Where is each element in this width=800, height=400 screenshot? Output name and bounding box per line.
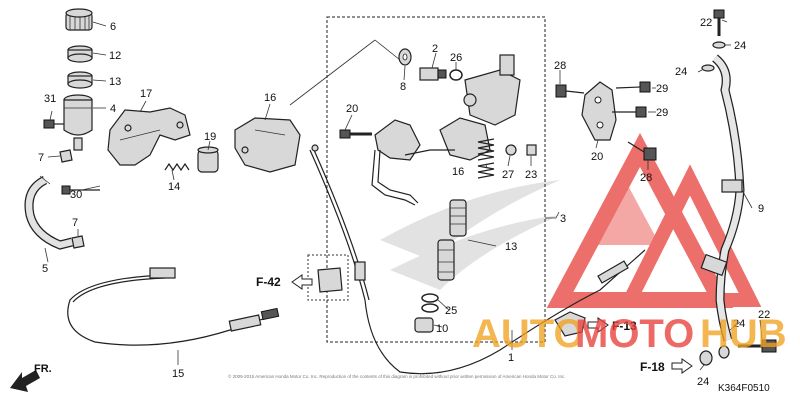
part-24-washer-upper: [712, 41, 726, 49]
part-11-diaphragm: [67, 45, 93, 63]
watermark-text-moto: MOTO: [575, 312, 694, 356]
label-18: 17: [140, 88, 152, 100]
drawing-code: K364F0510: [718, 383, 770, 394]
part-4-reservoir: [63, 94, 93, 151]
label-7-upper: 7: [38, 152, 44, 164]
assembly-box: [326, 16, 546, 343]
label-4: 4: [110, 103, 116, 115]
part-7-clip-upper: [59, 149, 73, 163]
part-30-bolt: [61, 185, 100, 195]
part-28-bolt-upper: [555, 84, 585, 98]
part-10-boot: [414, 317, 434, 333]
label-29-upper: 29: [656, 83, 668, 95]
label-22-lower: 22: [758, 309, 770, 321]
f42-bracket: [307, 254, 349, 301]
label-25: 25: [445, 305, 457, 317]
part-28-bolt-lower: [627, 141, 657, 161]
label-23: 23: [525, 169, 537, 181]
label-26: 26: [450, 52, 462, 64]
part-5-reservoir-hose: [24, 175, 74, 250]
watermark-text: AUTO MOTO HUB: [472, 312, 787, 356]
label-30: 30: [70, 189, 82, 201]
label-28-upper: 28: [554, 60, 566, 72]
label-28-lower: 28: [640, 172, 652, 184]
part-19-collar: [197, 146, 219, 173]
part-24-washer-mid: [701, 64, 715, 72]
part-23-nut: [526, 144, 537, 156]
copyright-notice: © 2009-2015 American Honda Motor Co. Inc…: [228, 373, 566, 379]
part-22-banjo-bolt-lower: [738, 339, 777, 353]
label-8: 8: [400, 81, 406, 93]
watermark-text-auto: AUTO: [472, 312, 585, 356]
part-22-banjo-bolt-upper: [713, 9, 725, 36]
label-15: 15: [172, 368, 184, 380]
part-14-spring: [164, 162, 190, 172]
part-31-bolt: [43, 119, 64, 129]
f13-bracket: [554, 311, 586, 337]
f18-arrow-icon: [671, 358, 693, 374]
part-20-bracket: [581, 81, 617, 141]
label-7-lower: 7: [72, 217, 78, 229]
clutch-lever-assembly: [371, 54, 521, 206]
front-direction-arrow-icon: [10, 370, 40, 392]
leader-lines: [44, 19, 763, 371]
part-24-washer-lower: [699, 345, 730, 366]
label-22-upper: 22: [700, 17, 712, 29]
watermark-logo: [546, 133, 762, 308]
label-24-right: 24: [733, 318, 745, 330]
label-13: 13: [505, 241, 517, 253]
front-direction-label: FR.: [34, 363, 52, 375]
part-15-clutch-cable: [67, 267, 280, 346]
part-29-screw-lower: [612, 106, 647, 118]
part-13-piston-set: [437, 199, 467, 281]
label-24-lower: 24: [697, 376, 709, 388]
part-2-pivot-bolt: [419, 67, 447, 81]
label-12: 13: [109, 76, 121, 88]
watermark-text-hub: HUB: [700, 312, 787, 356]
label-11: 12: [109, 50, 121, 62]
part-6-reservoir-cap: [65, 8, 93, 31]
part-9-clutch-hose: [700, 54, 745, 342]
label-2: 2: [432, 43, 438, 55]
label-29-lower: 29: [656, 107, 668, 119]
part-8-washer: [398, 48, 412, 66]
part-25-ring: [421, 293, 439, 313]
label-31: 31: [44, 93, 56, 105]
ref-label-f42: F-42: [256, 275, 281, 289]
label-10: 10: [436, 323, 448, 335]
label-20: 20: [591, 151, 603, 163]
part-1-clutch-cable: [309, 144, 646, 375]
ref-label-f18: F-18: [640, 360, 665, 374]
label-5: 5: [42, 263, 48, 275]
label-6: 6: [110, 21, 116, 33]
f42-arrow-icon: [291, 274, 313, 290]
part-21-bolt: [339, 129, 372, 139]
f13-arrow-icon: [587, 317, 609, 333]
label-24-mid: 24: [675, 66, 687, 78]
label-14: 14: [168, 181, 180, 193]
part-7-clip-lower: [71, 235, 85, 249]
label-19: 19: [204, 131, 216, 143]
ref-label-f13: F-13: [612, 319, 637, 333]
part-17-spring: [477, 138, 495, 179]
label-21: 20: [346, 103, 358, 115]
label-3: 3: [560, 213, 566, 225]
part-18-bracket: [107, 107, 191, 166]
part-number-labels: 6 12 13 4 31 7 7 5 30 17 14 19 16 8 2 26…: [38, 17, 770, 388]
honda-wing-watermark: [380, 180, 560, 290]
label-1: 1: [508, 352, 514, 364]
label-27: 27: [502, 169, 514, 181]
part-29-screw-upper: [615, 81, 651, 93]
label-17: 16: [452, 166, 464, 178]
part-16-cover: [234, 117, 301, 173]
label-16: 16: [264, 92, 276, 104]
part-27-nut: [505, 144, 517, 156]
label-24-upper: 24: [734, 40, 746, 52]
part-12-plate: [67, 71, 93, 89]
part-26-o-ring: [449, 69, 463, 81]
label-9: 9: [758, 203, 764, 215]
